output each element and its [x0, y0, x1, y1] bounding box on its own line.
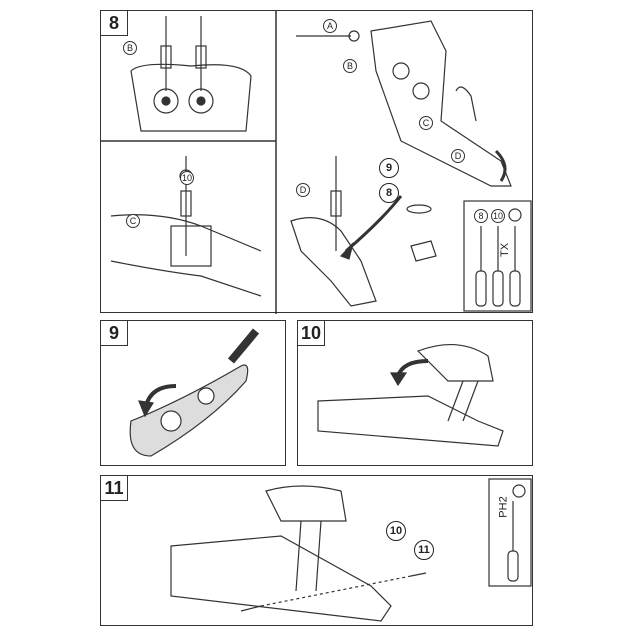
- callout-11: 11: [414, 540, 434, 560]
- label-c: C: [126, 214, 140, 228]
- label-b: B: [123, 41, 137, 55]
- label-b: B: [343, 59, 357, 73]
- label-d: D: [296, 183, 310, 197]
- step-9-illustration: [129, 328, 260, 457]
- callout-8: 8: [379, 183, 399, 203]
- callout-10: 10: [180, 171, 194, 185]
- label-d: D: [451, 149, 465, 163]
- tool-tx-label: TX: [499, 242, 512, 258]
- step-9-panel: 9: [100, 320, 286, 466]
- step-8-panel: 8: [100, 10, 533, 314]
- step-10-panel: 10: [297, 320, 533, 466]
- step-number: 8: [101, 11, 128, 36]
- label-c: C: [419, 116, 433, 130]
- step-10-illustration: [317, 343, 504, 447]
- callout-10: 10: [386, 521, 406, 541]
- tool-socket-8: 8: [474, 209, 488, 223]
- tool-socket-10: 10: [491, 209, 505, 223]
- step-number: 10: [298, 321, 325, 346]
- callout-9: 9: [379, 158, 399, 178]
- step-11-panel: 11 10 11 PH2: [100, 475, 533, 626]
- step-number: 11: [101, 476, 128, 501]
- step-11-illustration: [170, 478, 532, 622]
- tool-ph2-label: PH2: [497, 496, 510, 518]
- label-a: A: [323, 19, 337, 33]
- step-number: 9: [101, 321, 128, 346]
- step-8-illustration: [101, 11, 532, 314]
